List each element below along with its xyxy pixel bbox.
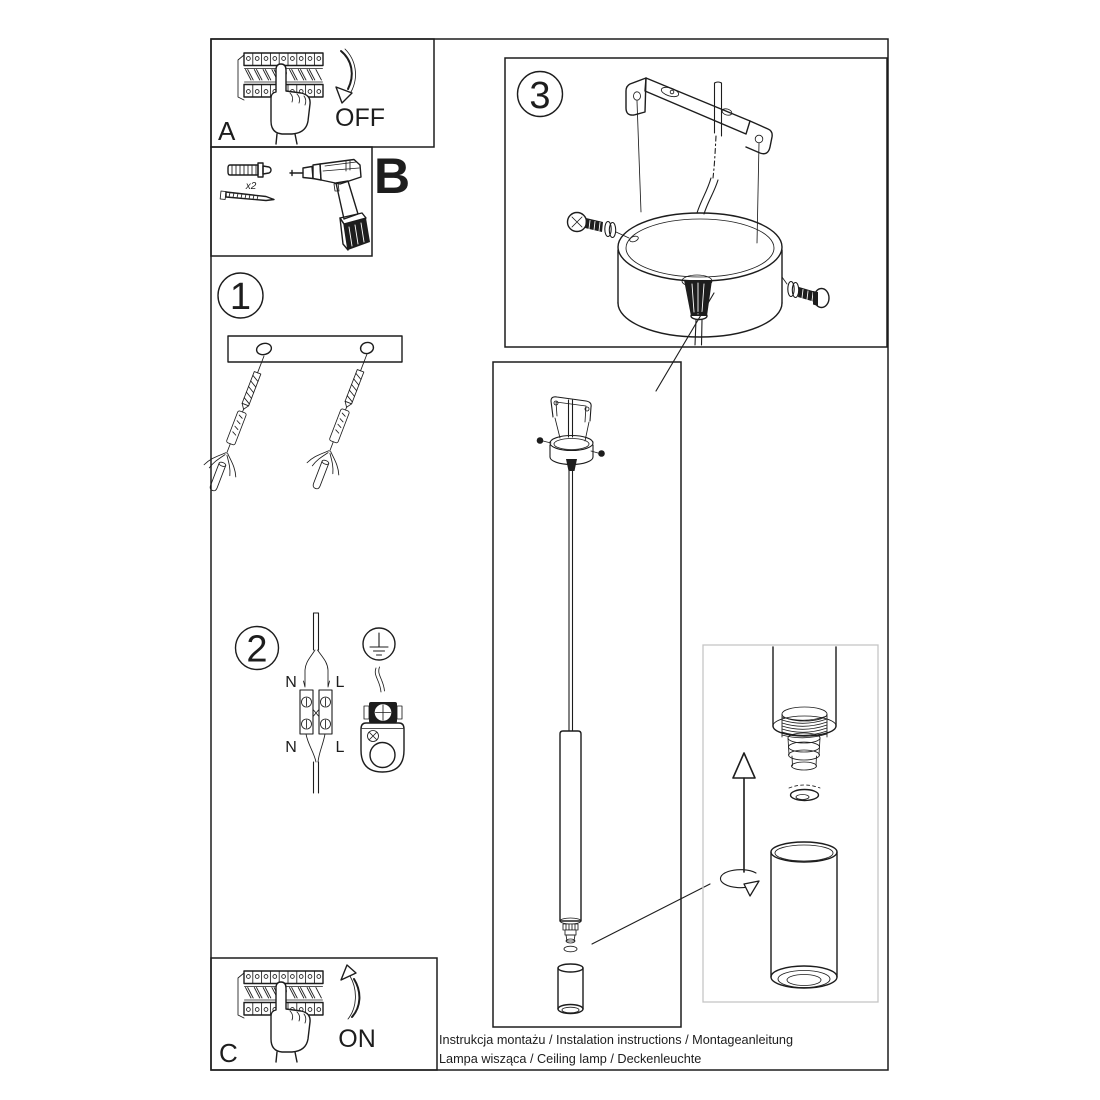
- step-3: 3: [504, 57, 888, 392]
- footer: Instrukcja montażu / Instalation instruc…: [439, 1033, 793, 1066]
- shade-detail-illustration: [770, 841, 838, 989]
- lamp-shade-illustration: [557, 963, 584, 1015]
- rotate-arrow-icon: [719, 869, 760, 897]
- insert-arrow-icon: [732, 752, 756, 873]
- cord-grip-illustration: [684, 280, 712, 346]
- panel-c-frame: [210, 957, 438, 1071]
- ceiling-bracket-illustration: [625, 77, 773, 244]
- pendant-frame: [492, 361, 682, 1028]
- leader-line-canopy: [655, 292, 715, 392]
- lamp-socket-detail-illustration: [772, 646, 837, 802]
- panel-b-frame: [210, 146, 373, 257]
- step-2: 2 N L N L: [234, 612, 405, 794]
- screw-anchor-icon: [196, 349, 281, 497]
- pendant-panel: [492, 361, 711, 1028]
- curved-arrow-up-icon: [340, 964, 361, 1020]
- footer-title-line: Instrukcja montażu / Instalation instruc…: [439, 1033, 793, 1047]
- wire-live-top-label: L: [336, 674, 345, 691]
- wire-neutral-bottom-label: N: [285, 739, 297, 756]
- detail-frame: [702, 644, 879, 1003]
- panel-a: A OFF: [210, 38, 435, 148]
- step-2-number: 2: [246, 629, 267, 671]
- ground-symbol-icon: [362, 627, 396, 661]
- anchor-quantity-label: x2: [245, 181, 257, 192]
- panel-b: x2 B: [210, 146, 410, 257]
- power-cable-illustration: [696, 81, 723, 215]
- leader-line-socket: [591, 883, 711, 945]
- footer-product-line: Lampa wisząca / Ceiling lamp / Deckenleu…: [439, 1052, 701, 1066]
- panel-c-label: C: [219, 1038, 238, 1068]
- screw-anchor-icon: [299, 347, 384, 495]
- mains-cable-illustration: [303, 612, 330, 688]
- light-source-icon: [563, 945, 578, 953]
- fixing-screw-right-icon: [781, 276, 830, 309]
- wall-plug-icon: [227, 162, 272, 178]
- pendant-lamp-illustration: [536, 396, 605, 1015]
- step-1-number: 1: [230, 276, 251, 318]
- step-3-number: 3: [529, 75, 550, 117]
- switch-off-label: OFF: [335, 104, 385, 132]
- panel-a-label: A: [218, 116, 236, 146]
- drill-illustration: [289, 158, 370, 251]
- detail-panel: [702, 644, 879, 1003]
- terminal-block-illustration: [299, 689, 333, 794]
- curved-arrow-down-icon: [335, 48, 356, 104]
- fixing-screw-left-icon: [566, 211, 630, 239]
- screw-icon: [219, 190, 275, 202]
- sheet-outer-frame: [210, 38, 889, 1071]
- wire-live-bottom-label: L: [336, 739, 345, 756]
- step-3-badge: [516, 70, 564, 118]
- step-1: 1: [196, 272, 403, 497]
- panel-c: C ON: [210, 957, 438, 1071]
- mounting-plate-illustration: [227, 335, 403, 363]
- wire-neutral-top-label: N: [285, 674, 297, 691]
- ground-clamp-illustration: [360, 666, 405, 773]
- step-2-badge: [234, 625, 280, 671]
- panel-b-label: B: [374, 148, 410, 204]
- step-1-badge: [217, 272, 264, 319]
- step-3-frame: [504, 57, 888, 348]
- switch-on-label: ON: [338, 1025, 376, 1053]
